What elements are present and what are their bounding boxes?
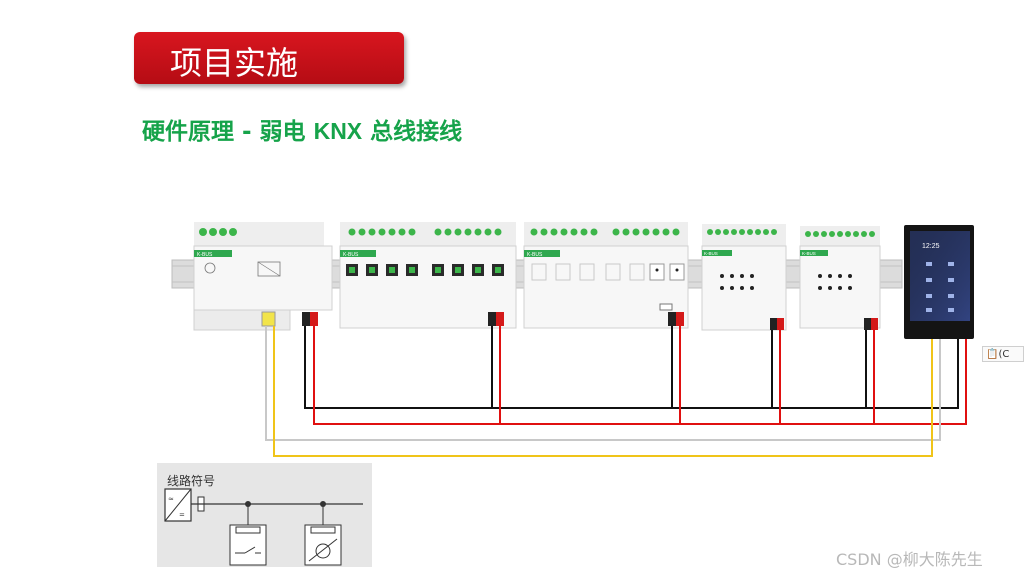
touch-panel: 12:25: [904, 225, 974, 339]
svg-text:=: =: [179, 511, 185, 519]
module-curtain-actuator-a: K-BUS: [701, 224, 787, 331]
watermark: CSDN @柳大陈先生: [836, 550, 983, 569]
svg-text:≈: ≈: [168, 495, 174, 503]
paste-chip-label: (C: [998, 349, 1010, 360]
touch-panel-time: 12:25: [922, 243, 940, 250]
module-curtain-actuator-b-brand: K-BUS: [802, 251, 816, 256]
section-subtitle: 硬件原理 - 弱电 KNX 总线接线: [142, 112, 462, 146]
module-power-supply-brand: K-BUS: [197, 252, 213, 258]
subtitle-knx: KNX: [313, 118, 363, 144]
module-curtain-actuator-b: K-BUS: [799, 226, 881, 330]
switch-actuator-symbol: [229, 524, 267, 566]
page-title: 项目实施: [170, 44, 299, 82]
wire-black: [304, 326, 959, 409]
legend-title: 线路符号: [167, 474, 216, 488]
wire-red: [313, 326, 967, 425]
module-curtain-actuator-a-brand: K-BUS: [704, 251, 718, 256]
module-switch-actuator-brand: K-BUS: [343, 252, 359, 258]
clipboard-icon: 📋: [986, 349, 999, 360]
line-symbol-legend: 线路符号 ≈ =: [157, 463, 372, 567]
module-dimmer-actuator: K-BUS: [523, 222, 689, 329]
module-dimmer-actuator-brand: K-BUS: [527, 252, 543, 258]
subtitle-part1: 硬件原理 - 弱电: [142, 119, 314, 145]
title-banner: 项目实施: [134, 32, 404, 84]
module-power-supply: K-BUS: [193, 222, 333, 331]
wire-yellow: [273, 326, 933, 457]
paste-options-chip[interactable]: 📋(C: [982, 346, 1024, 362]
wire-gray: [265, 326, 941, 441]
module-switch-actuator: K-BUS: [339, 222, 517, 329]
subtitle-part3: 总线接线: [362, 119, 463, 145]
legend-symbols: ≈ =: [164, 488, 363, 566]
dimmer-symbol: [304, 524, 342, 566]
